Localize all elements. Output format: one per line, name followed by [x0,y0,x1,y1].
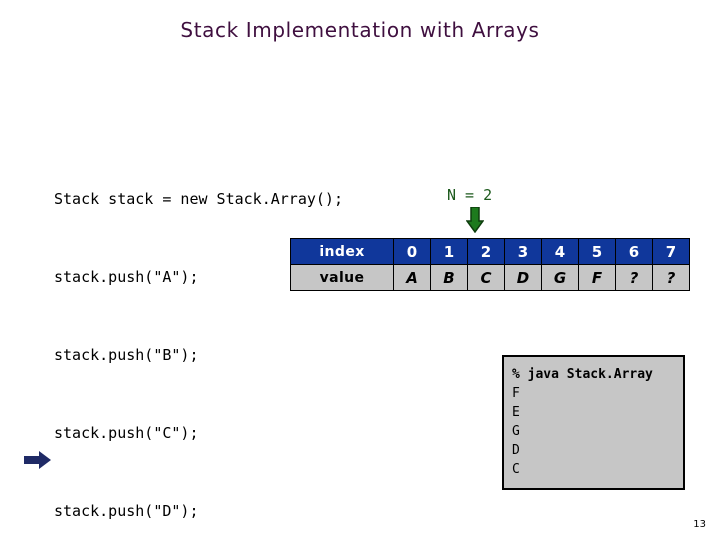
table-row-value: value A B C D G F ? ? [290,264,690,291]
value-row-label: value [290,264,394,291]
arrow-down-icon [465,206,485,234]
value-cell: D [504,264,542,291]
console-output-line: D [512,443,520,458]
console-output-box: % java Stack.Array F E G D C [502,355,685,490]
array-visualization-table: index 0 1 2 3 4 5 6 7 value A B C D G F … [290,238,690,291]
code-line: stack.push("B"); [54,346,199,364]
code-line: stack.push("D"); [54,502,199,520]
page-title: Stack Implementation with Arrays [180,18,540,42]
code-line: stack.push("C"); [54,424,199,442]
index-row-label: index [290,238,394,265]
value-cell: A [393,264,431,291]
table-row-index: index 0 1 2 3 4 5 6 7 [290,238,690,265]
index-cell: 5 [578,238,616,265]
arrow-right-icon [24,451,52,469]
value-cell: G [541,264,579,291]
value-cell: B [430,264,468,291]
value-cell: F [578,264,616,291]
index-cell: 7 [652,238,690,265]
value-cell: ? [652,264,690,291]
console-output-line: E [512,405,520,420]
index-cell: 2 [467,238,505,265]
console-output-line: C [512,462,520,477]
console-output-line: G [512,424,520,439]
page-number: 13 [693,519,706,530]
index-cell: 0 [393,238,431,265]
console-command: % java Stack.Array [512,367,653,382]
stack-size-label: N = 2 [447,186,493,204]
index-cell: 4 [541,238,579,265]
code-listing: Stack stack = new Stack.Array(); stack.p… [54,134,343,540]
index-cell: 1 [430,238,468,265]
console-output-line: F [512,386,520,401]
code-line: Stack stack = new Stack.Array(); [54,190,343,208]
value-cell: ? [615,264,653,291]
value-cell: C [467,264,505,291]
index-cell: 6 [615,238,653,265]
index-cell: 3 [504,238,542,265]
code-line: stack.push("A"); [54,268,199,286]
